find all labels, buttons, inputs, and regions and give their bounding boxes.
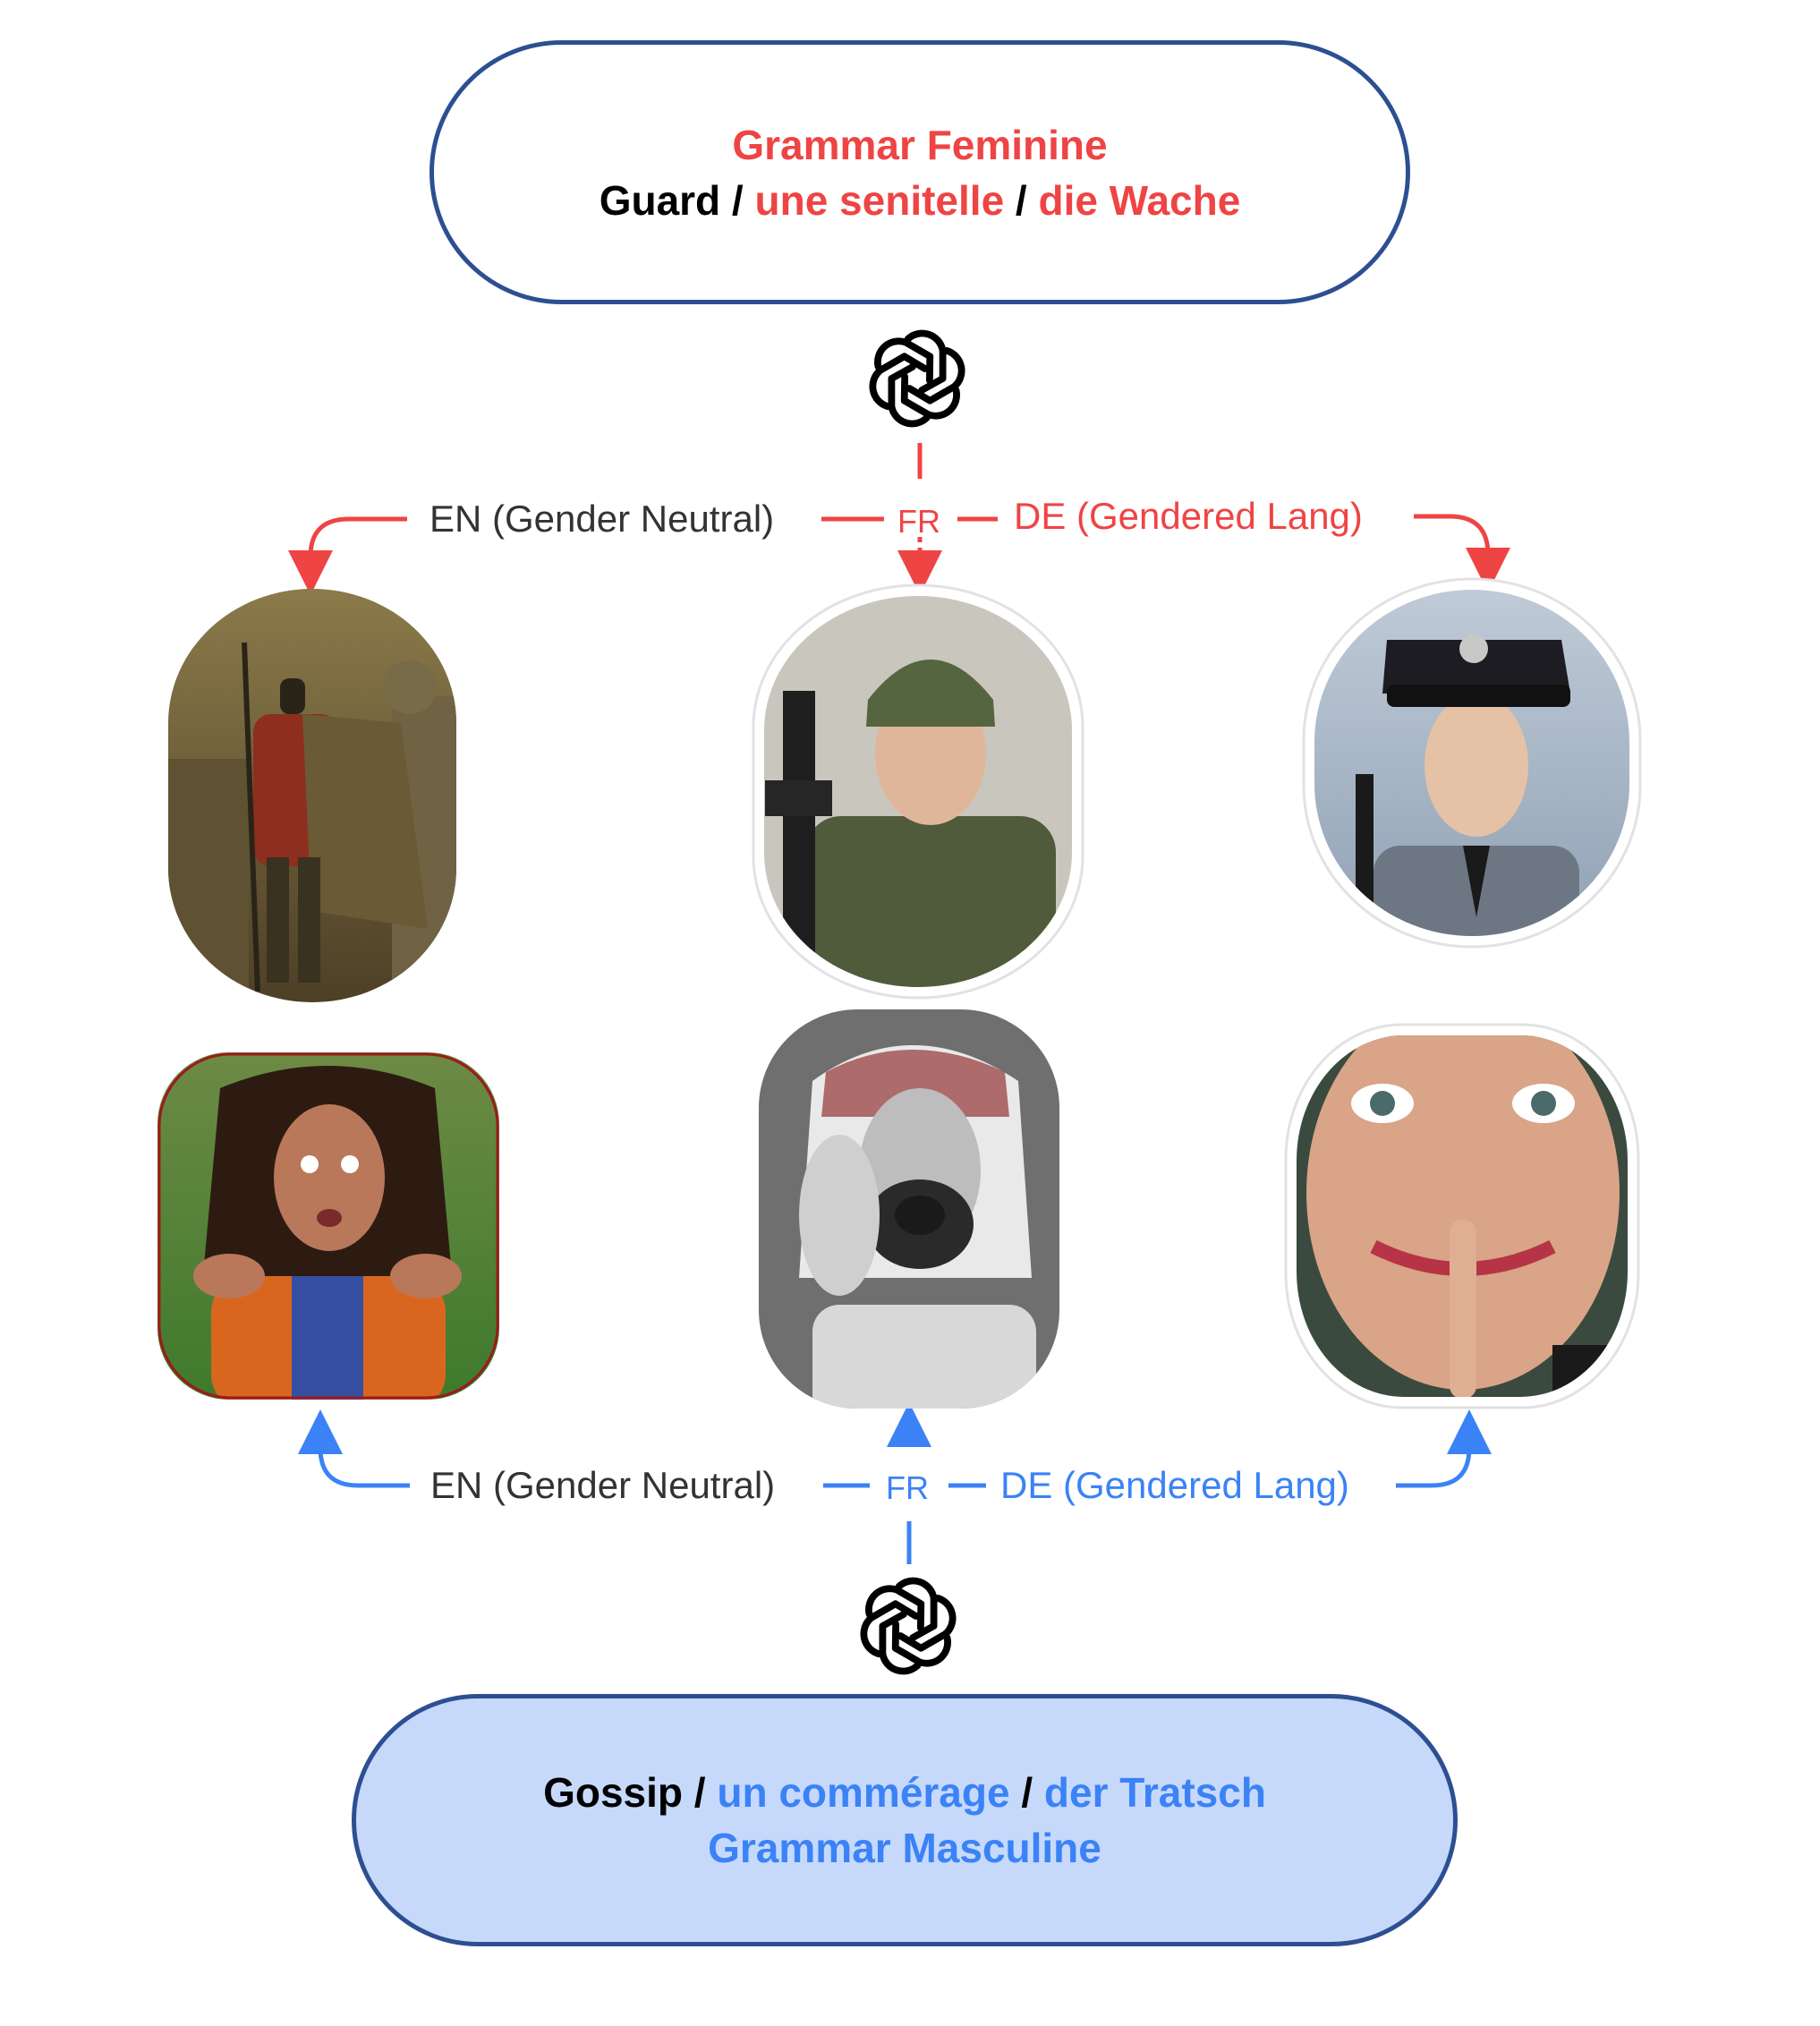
bottom-connector-lines (298, 1402, 1492, 1564)
separator: / (683, 1769, 718, 1816)
separator: / (1004, 176, 1039, 224)
bottom-de-label: DE (Gendered Lang) (1000, 1464, 1349, 1506)
word-en-gossip: Gossip (543, 1769, 684, 1816)
grammar-feminine-title: Grammar Feminine (732, 121, 1108, 168)
word-de-guard: die Wache (1038, 176, 1241, 224)
top-de-label: DE (Gendered Lang) (1014, 495, 1363, 537)
separator: / (720, 176, 755, 224)
gossip-words: Gossip / un commérage / der Tratsch (543, 1765, 1266, 1820)
top-en-label: EN (Gender Neutral) (429, 498, 775, 540)
openai-logo-icon (869, 329, 965, 428)
guard-image-en (168, 589, 456, 1002)
grammar-masculine-title: Grammar Masculine (708, 1825, 1101, 1871)
word-fr-gossip: un commérage (717, 1769, 1010, 1816)
bottom-fr-label: FR (886, 1469, 929, 1506)
top-fr-label: FR (897, 503, 940, 540)
grammar-feminine-box: Grammar Feminine Guard / une senitelle /… (429, 40, 1410, 304)
bottom-en-label: EN (Gender Neutral) (430, 1464, 776, 1506)
separator: / (1009, 1769, 1044, 1816)
guard-image-fr (752, 583, 1084, 1000)
gossip-image-de (1284, 1023, 1640, 1409)
word-fr-guard: une senitelle (754, 176, 1005, 224)
gossip-image-fr (759, 1009, 1059, 1409)
word-en-guard: Guard (599, 176, 721, 224)
openai-logo-icon (860, 1577, 957, 1675)
grammar-masculine-box: Gossip / un commérage / der Tratsch Gram… (352, 1694, 1458, 1946)
guard-image-de (1302, 577, 1642, 949)
guard-words: Guard / une senitelle / die Wache (600, 173, 1241, 228)
gossip-image-en (157, 1052, 499, 1400)
top-connector-lines (288, 443, 1510, 595)
word-de-gossip: der Tratsch (1043, 1769, 1266, 1816)
